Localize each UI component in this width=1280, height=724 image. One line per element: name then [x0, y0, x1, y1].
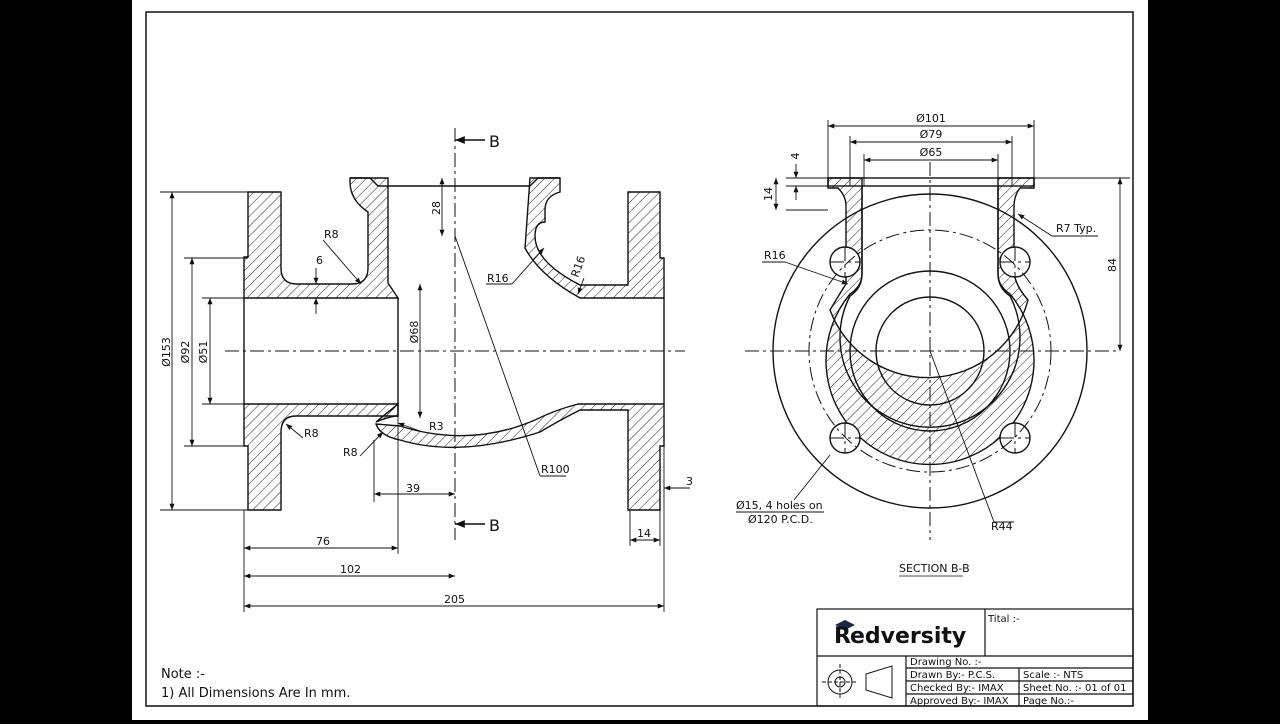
dim-39: 39	[406, 482, 420, 495]
dim-d92: Ø92	[179, 341, 192, 364]
front-view	[243, 177, 665, 511]
technical-drawing: B B Ø153 Ø	[145, 11, 1134, 707]
page-no: Page No.:-	[1023, 696, 1074, 707]
logo-letter: R	[834, 624, 851, 649]
dim-holes-line2: Ø120 P.C.D.	[748, 513, 813, 526]
section-title: SECTION B-B	[899, 562, 970, 575]
section-markers	[455, 136, 485, 528]
front-centerlines	[225, 128, 685, 540]
border-frame	[145, 11, 1134, 707]
drawn-by: Drawn By:- P.C.S.	[910, 670, 995, 681]
drawing-no: Drawing No. :-	[910, 657, 982, 668]
approved-by: Approved By:- IMAX	[910, 696, 1009, 707]
grad-cap-icon	[835, 620, 855, 630]
section-marker-bottom: B	[489, 516, 500, 535]
note-item-1: 1) All Dimensions Are In mm.	[161, 686, 350, 701]
dim-3: 3	[686, 475, 693, 488]
dim-d101: Ø101	[916, 112, 946, 125]
dim-6: 6	[316, 254, 323, 267]
title-block	[816, 608, 1134, 707]
dim-r8-bottom-left: R8	[304, 427, 319, 440]
tital-label: Tital :-	[987, 614, 1020, 625]
scale: Scale :- NTS	[1023, 670, 1083, 681]
dim-14-section: 14	[762, 187, 775, 201]
dim-r8-bottom-inner: R8	[343, 446, 358, 459]
dim-holes-line1: Ø15, 4 holes on	[736, 499, 823, 512]
projection-symbol-icon	[822, 664, 893, 700]
dim-r44: R44	[991, 520, 1013, 533]
drawing-sheet: B B Ø153 Ø	[132, 0, 1148, 720]
logo: R edversity	[834, 620, 966, 649]
section-dimension-lines	[736, 120, 1130, 523]
dim-d51: Ø51	[197, 341, 210, 364]
section-marker-top: B	[489, 132, 500, 151]
dim-d153: Ø153	[160, 337, 173, 367]
dim-d65: Ø65	[920, 146, 943, 159]
dim-d68: Ø68	[408, 321, 421, 344]
dim-102: 102	[340, 563, 361, 576]
dim-r3: R3	[429, 420, 444, 433]
front-dimension-lines	[160, 178, 690, 612]
dim-r7-typ: R7 Typ.	[1056, 222, 1096, 235]
logo-text: edversity	[850, 624, 966, 649]
dim-r100: R100	[541, 463, 570, 476]
dim-r16-b: R16	[569, 254, 589, 279]
note-title: Note :-	[161, 667, 205, 682]
dim-14: 14	[637, 527, 651, 540]
dim-76: 76	[316, 535, 330, 548]
dim-28: 28	[430, 201, 443, 215]
sheet-no: Sheet No. :- 01 of 01	[1023, 683, 1126, 694]
dim-84: 84	[1106, 258, 1119, 272]
dim-r16-section: R16	[764, 249, 786, 262]
dim-r8-top: R8	[324, 228, 339, 241]
dim-4: 4	[789, 153, 802, 160]
dim-r16: R16	[487, 272, 509, 285]
section-centerlines	[745, 162, 1120, 540]
dim-d79: Ø79	[920, 128, 943, 141]
dim-205: 205	[444, 593, 465, 606]
checked-by: Checked By:- IMAX	[910, 683, 1004, 694]
